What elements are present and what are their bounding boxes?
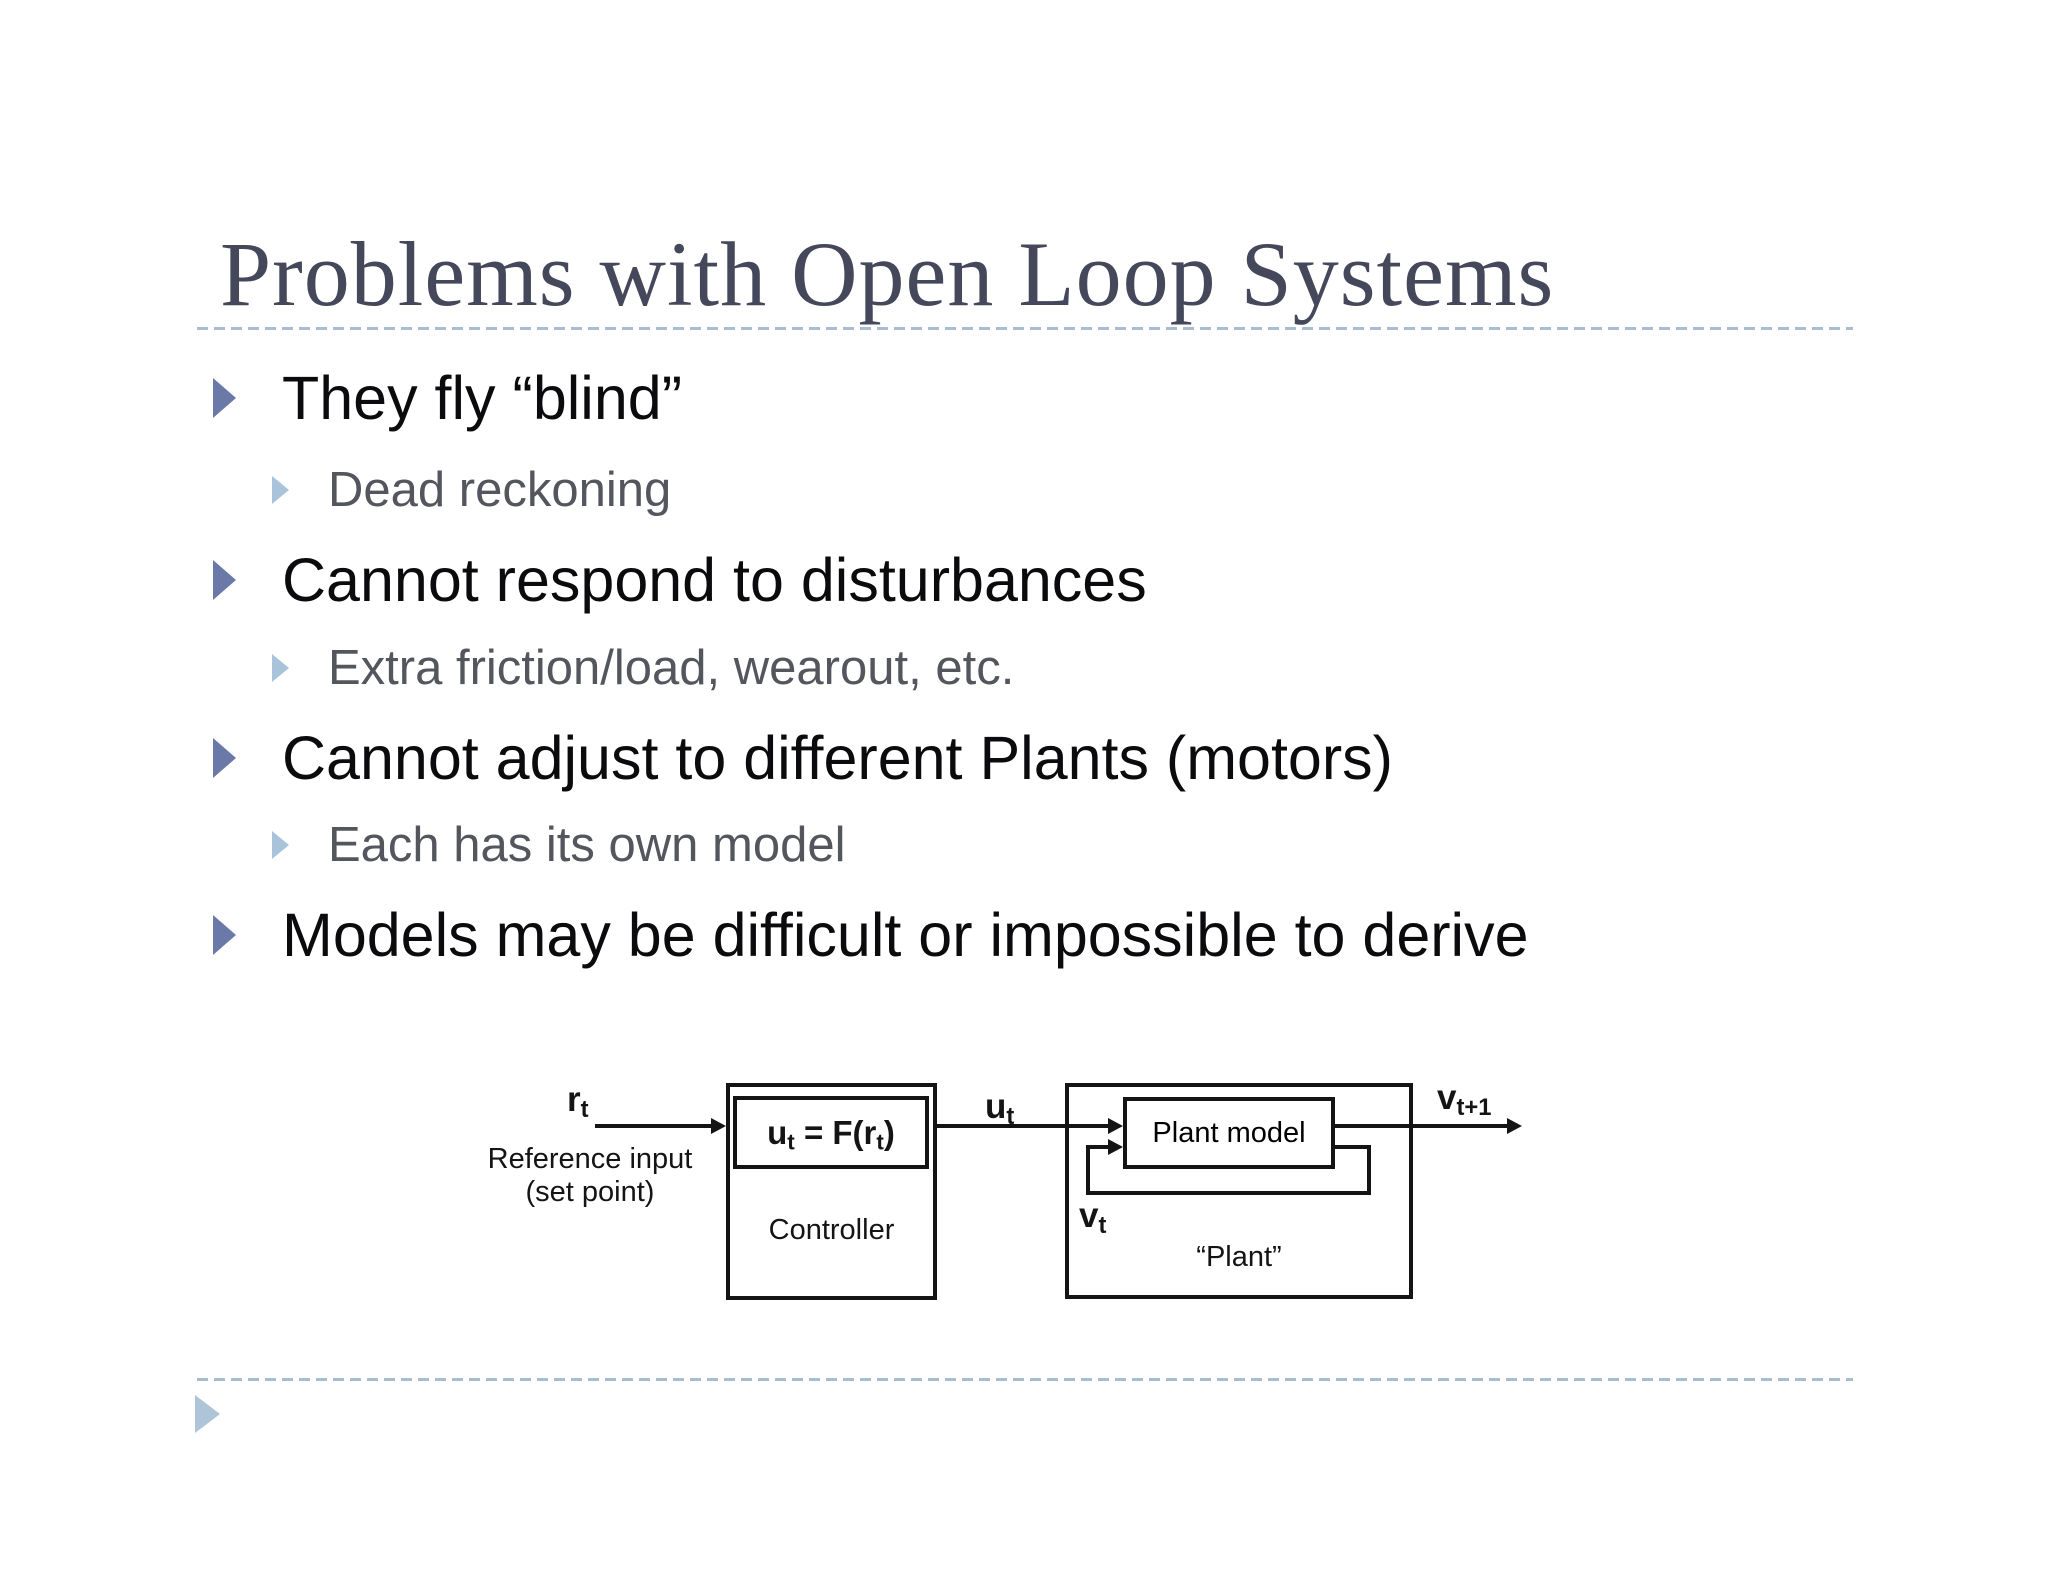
slide-title: Problems with Open Loop Systems [220, 223, 1555, 325]
reference-input-caption: Reference input (set point) [478, 1143, 702, 1209]
v-next-label: vt+1 [1437, 1078, 1492, 1121]
r-input-label: rt [567, 1080, 589, 1123]
bullet-item: Cannot adjust to different Plants (motor… [213, 723, 1393, 793]
title-divider [197, 327, 1853, 330]
bullet-triangle-icon [213, 560, 236, 600]
bullet-text: Cannot respond to disturbances [282, 546, 1147, 614]
sub-bullet-text: Extra friction/load, wearout, etc. [328, 641, 1015, 695]
sub-bullet-triangle-icon [272, 476, 289, 504]
u-arrow-line [937, 1124, 1109, 1128]
controller-formula-box: ut = F(rt) [733, 1096, 929, 1169]
bullet-text: Models may be difficult or impossible to… [282, 901, 1529, 969]
sub-bullet-triangle-icon [272, 831, 289, 859]
feedback-line-right-top [1335, 1145, 1371, 1149]
sub-bullet-item: Dead reckoning [272, 462, 671, 518]
bullet-triangle-icon [213, 378, 236, 418]
sub-bullet-item: Extra friction/load, wearout, etc. [272, 640, 1014, 696]
bullet-triangle-icon [213, 738, 236, 778]
output-arrow-line [1335, 1124, 1508, 1128]
controller-label: Controller [768, 1214, 895, 1246]
sub-bullet-triangle-icon [272, 654, 289, 682]
feedback-line-bottom [1086, 1191, 1371, 1195]
sub-bullet-text: Dead reckoning [328, 463, 672, 517]
sub-bullet-text: Each has its own model [328, 818, 846, 872]
u-signal-label: ut [985, 1087, 1015, 1130]
controller-formula: ut = F(rt) [767, 1113, 895, 1155]
bullet-text: They fly “blind” [282, 364, 683, 432]
bullet-text: Cannot adjust to different Plants (motor… [282, 724, 1393, 792]
reference-arrowhead-icon [711, 1118, 726, 1134]
plant-label: “Plant” [1196, 1241, 1282, 1273]
reference-arrow-line [595, 1124, 712, 1128]
bullet-triangle-icon [213, 915, 236, 955]
reference-input-line2: (set point) [525, 1176, 655, 1208]
feedback-line-left [1086, 1145, 1090, 1195]
plant-box [1065, 1083, 1413, 1299]
plant-model-box: Plant model [1123, 1097, 1335, 1169]
sub-bullet-item: Each has its own model [272, 817, 846, 873]
bullet-item: They fly “blind” [213, 363, 682, 433]
feedback-line-left-top [1086, 1145, 1109, 1149]
bullet-item: Models may be difficult or impossible to… [213, 900, 1529, 970]
u-arrowhead-icon [1108, 1118, 1123, 1134]
output-arrowhead-icon [1507, 1118, 1522, 1134]
footer-divider [197, 1378, 1853, 1381]
controller-box [726, 1083, 937, 1300]
bullet-item: Cannot respond to disturbances [213, 545, 1147, 615]
feedback-line-right [1367, 1145, 1371, 1195]
feedback-arrowhead-icon [1108, 1139, 1123, 1155]
plant-model-label: Plant model [1152, 1116, 1306, 1149]
footer-marker-icon [195, 1395, 220, 1433]
reference-input-line1: Reference input [487, 1143, 693, 1175]
v-state-label: vt [1079, 1196, 1107, 1239]
